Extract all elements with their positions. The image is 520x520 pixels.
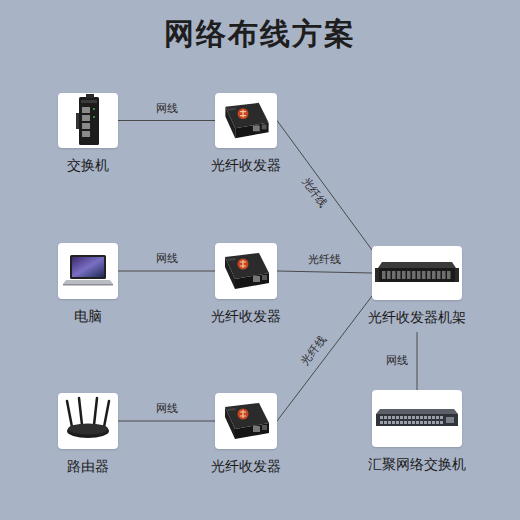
device-icon bbox=[215, 243, 277, 299]
diagram-title: 网络布线方案 bbox=[0, 14, 520, 55]
cable-line bbox=[118, 421, 215, 422]
edge-label: 网线 bbox=[154, 402, 180, 416]
device-icon bbox=[372, 246, 462, 300]
transceiver-box: 光纤收发器 bbox=[215, 243, 277, 299]
cable-line bbox=[118, 271, 215, 272]
node-label: 光纤收发器 bbox=[211, 157, 281, 175]
node-label: 交换机 bbox=[67, 157, 109, 175]
cable-line bbox=[417, 332, 418, 390]
rack-box: 光纤收发器机架 bbox=[372, 246, 462, 300]
cable-line bbox=[118, 120, 215, 121]
device-icon bbox=[215, 93, 277, 148]
edge-label: 光纤线 bbox=[297, 174, 330, 212]
device-icon bbox=[215, 393, 277, 449]
cable-line bbox=[277, 296, 372, 421]
device-icon bbox=[58, 93, 118, 148]
cable-line bbox=[277, 271, 372, 273]
router-box: 路由器 bbox=[58, 393, 118, 449]
transceiver-box: 光纤收发器 bbox=[215, 393, 277, 449]
edge-label: 光纤线 bbox=[306, 253, 343, 267]
cable-line bbox=[277, 121, 372, 251]
device-icon bbox=[58, 393, 118, 449]
node-label: 汇聚网络交换机 bbox=[368, 456, 466, 474]
edge-label: 光纤线 bbox=[297, 332, 331, 370]
transceiver-box: 光纤收发器 bbox=[215, 93, 277, 148]
node-label: 电脑 bbox=[74, 308, 102, 326]
node-label: 路由器 bbox=[67, 458, 109, 476]
edge-label: 网线 bbox=[154, 252, 180, 266]
switch-box: 交换机 bbox=[58, 93, 118, 148]
edge-label: 网线 bbox=[154, 102, 180, 116]
edge-label: 网线 bbox=[384, 354, 410, 368]
device-icon bbox=[58, 243, 118, 299]
core-switch-box: 汇聚网络交换机 bbox=[372, 390, 462, 447]
node-label: 光纤收发器 bbox=[211, 458, 281, 476]
device-icon bbox=[372, 390, 462, 447]
node-label: 光纤收发器机架 bbox=[368, 309, 466, 327]
node-label: 光纤收发器 bbox=[211, 308, 281, 326]
laptop-box: 电脑 bbox=[58, 243, 118, 299]
